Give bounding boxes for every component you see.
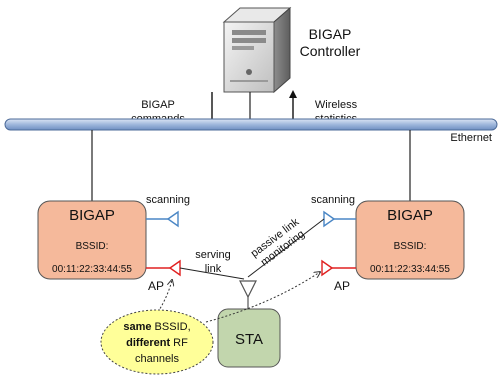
right-scanning-label: scanning (311, 194, 355, 206)
commands-label-line1: BIGAP (141, 99, 175, 111)
right-ap-bssid-value: 00:11:22:33:44:55 (370, 264, 450, 275)
left-ap-title: BIGAP (69, 207, 115, 224)
callout-line2-rest: RF (170, 337, 188, 349)
sta-label: STA (235, 331, 263, 348)
callout-arrow-left (157, 280, 172, 313)
server-icon (222, 6, 292, 94)
serving-link-label-line2: link (205, 263, 222, 275)
right-ap-box (355, 200, 465, 280)
callout-line1: same BSSID, (123, 321, 190, 333)
left-ap-box (37, 200, 147, 280)
serving-link-label-line1: serving (195, 249, 230, 261)
left-ap-bssid-value: 00:11:22:33:44:55 (52, 264, 132, 275)
right-ap-antenna-icon (321, 259, 356, 277)
right-ap-bssid-label: BSSID: (394, 241, 427, 252)
statistics-label-line1: Wireless (315, 99, 358, 111)
right-scanning-antenna-icon (323, 210, 356, 228)
left-ap-label: AP (148, 279, 164, 293)
callout-line1-bold: same (123, 321, 151, 333)
controller-title-line1: BIGAP (309, 26, 352, 42)
sta-antenna-icon (239, 280, 257, 309)
ethernet-label: Ethernet (450, 132, 492, 144)
controller-title-line2: Controller (300, 43, 361, 59)
serving-link-line (179, 267, 245, 280)
callout-line2: different RF (126, 337, 188, 349)
callout-line2-bold: different (126, 337, 170, 349)
callout-bubble (100, 309, 214, 375)
left-ap-bssid-label: BSSID: (76, 241, 109, 252)
ethernet-bus (4, 118, 498, 131)
callout-line1-rest: BSSID, (152, 321, 191, 333)
sta-box (217, 308, 281, 368)
right-ap-label: AP (334, 279, 350, 293)
callout-line3: channels (135, 353, 180, 365)
left-ap-antenna-icon (146, 259, 181, 277)
left-scanning-label: scanning (146, 194, 190, 206)
right-ap-title: BIGAP (387, 207, 433, 224)
left-scanning-antenna-icon (146, 210, 179, 228)
passive-link-line (247, 218, 325, 278)
callout-arrow-right (205, 272, 320, 323)
